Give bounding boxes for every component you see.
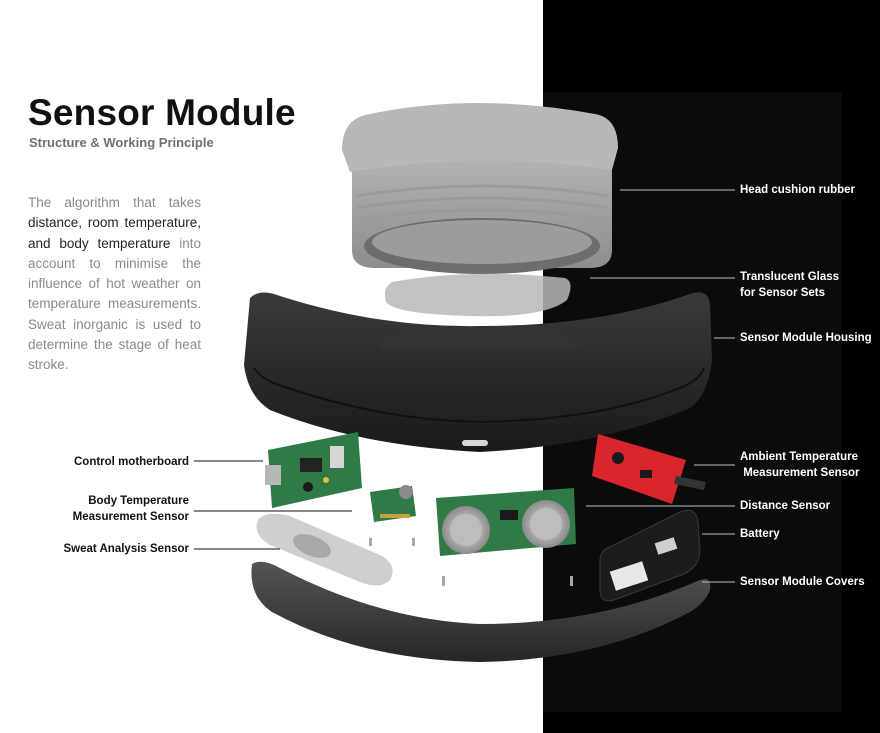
sensor-module-housing: [244, 292, 712, 452]
label-distance-sensor: Distance Sensor: [740, 500, 831, 512]
control-motherboard: [265, 432, 362, 508]
ambient-temperature-sensor: [592, 434, 706, 504]
label-sweat-analysis-sensor: Sweat Analysis Sensor: [63, 543, 190, 555]
label-control-motherboard: Control motherboard: [74, 456, 189, 468]
page-subtitle: Structure & Working Principle: [29, 135, 214, 150]
battery: [599, 509, 701, 602]
description-text: The algorithm that takes distance, room …: [28, 193, 201, 376]
label-sensor-module-covers: Sensor Module Covers: [740, 576, 865, 588]
description-highlight: distance, room temperature, and body tem…: [28, 215, 201, 251]
sensor-module-covers: [251, 561, 711, 662]
page-title: Sensor Module: [28, 92, 296, 133]
label-head-cushion-rubber: Head cushion rubber: [740, 184, 856, 196]
distance-sensor: [436, 488, 576, 556]
description-part-3: into account to minimise the influence o…: [28, 235, 201, 373]
sweat-analysis-sensor: [256, 513, 393, 586]
leader-lines: [194, 189, 735, 583]
translucent-glass: [384, 273, 571, 317]
screws: [369, 538, 573, 586]
head-cushion-rubber: [342, 103, 618, 274]
label-battery: Battery: [740, 528, 780, 540]
label-ambient-temperature-sensor: Ambient Temperature Measurement Sensor: [740, 451, 860, 479]
label-sensor-module-housing: Sensor Module Housing: [740, 332, 872, 344]
description-part-1: The algorithm that takes: [28, 195, 201, 210]
body-temperature-sensor-board: [370, 485, 416, 522]
